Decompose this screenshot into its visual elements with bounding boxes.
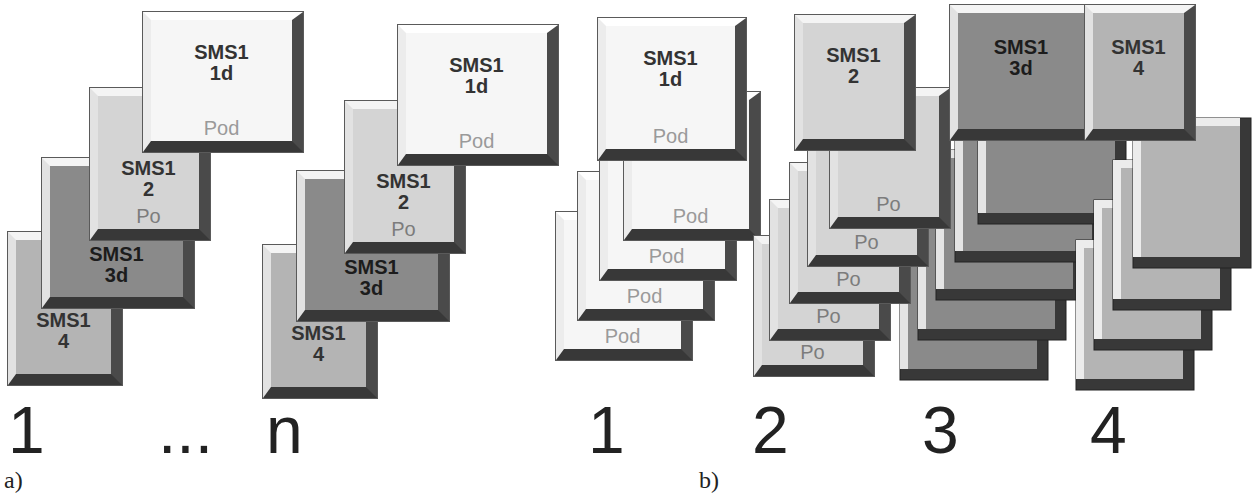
card-node: SMS1 1d Pod bbox=[143, 12, 303, 152]
card-node: SMS1 4 bbox=[1085, 5, 1195, 140]
card-label: SMS1 4 bbox=[1111, 37, 1165, 79]
po-label: Po bbox=[816, 231, 917, 253]
po-label: Pod bbox=[632, 205, 749, 227]
po-label: Po bbox=[778, 305, 879, 327]
card-label: SMS1 2 bbox=[826, 45, 880, 87]
card-label: SMS1 3d bbox=[994, 37, 1048, 79]
card-label: SMS1 4 bbox=[291, 323, 345, 365]
card-node: SMS1 3d bbox=[950, 5, 1095, 140]
card-node: SMS1 1d Pod bbox=[398, 25, 558, 165]
po-label: Po bbox=[98, 205, 199, 227]
card-label: SMS1 1d bbox=[643, 48, 697, 90]
po-label: Pod bbox=[564, 325, 681, 347]
stack-number: 1 bbox=[8, 397, 45, 463]
po-label: Po bbox=[353, 218, 454, 240]
ellipsis: ... bbox=[158, 397, 213, 463]
po-label: Pod bbox=[586, 285, 703, 307]
card-node: SMS1 1d Pod bbox=[598, 18, 746, 160]
stack-number: 3 bbox=[922, 397, 959, 463]
stack-number: 1 bbox=[588, 397, 625, 463]
po-label: Pod bbox=[151, 117, 292, 139]
po-label: Po bbox=[798, 268, 899, 290]
card-label: SMS1 3d bbox=[344, 257, 398, 299]
po-label: Pod bbox=[608, 245, 725, 267]
card-label: SMS1 3d bbox=[89, 244, 143, 286]
stack-number: 2 bbox=[752, 397, 789, 463]
panel-letter: a) bbox=[4, 468, 23, 492]
panel-letter: b) bbox=[699, 468, 719, 492]
card-label: SMS1 2 bbox=[121, 158, 175, 200]
card-label: SMS1 4 bbox=[36, 310, 90, 352]
po-label: Po bbox=[838, 193, 939, 215]
po-label: Pod bbox=[606, 125, 735, 147]
card-label: SMS1 2 bbox=[376, 171, 430, 213]
po-label: Pod bbox=[406, 130, 547, 152]
stack-number: 4 bbox=[1090, 397, 1127, 463]
card-label: SMS1 1d bbox=[194, 42, 248, 84]
card-node: SMS1 2 bbox=[795, 15, 915, 150]
card-label: SMS1 1d bbox=[449, 55, 503, 97]
stack-number: n bbox=[266, 397, 303, 463]
po-label: Po bbox=[762, 341, 863, 363]
grey-card bbox=[1133, 118, 1251, 268]
